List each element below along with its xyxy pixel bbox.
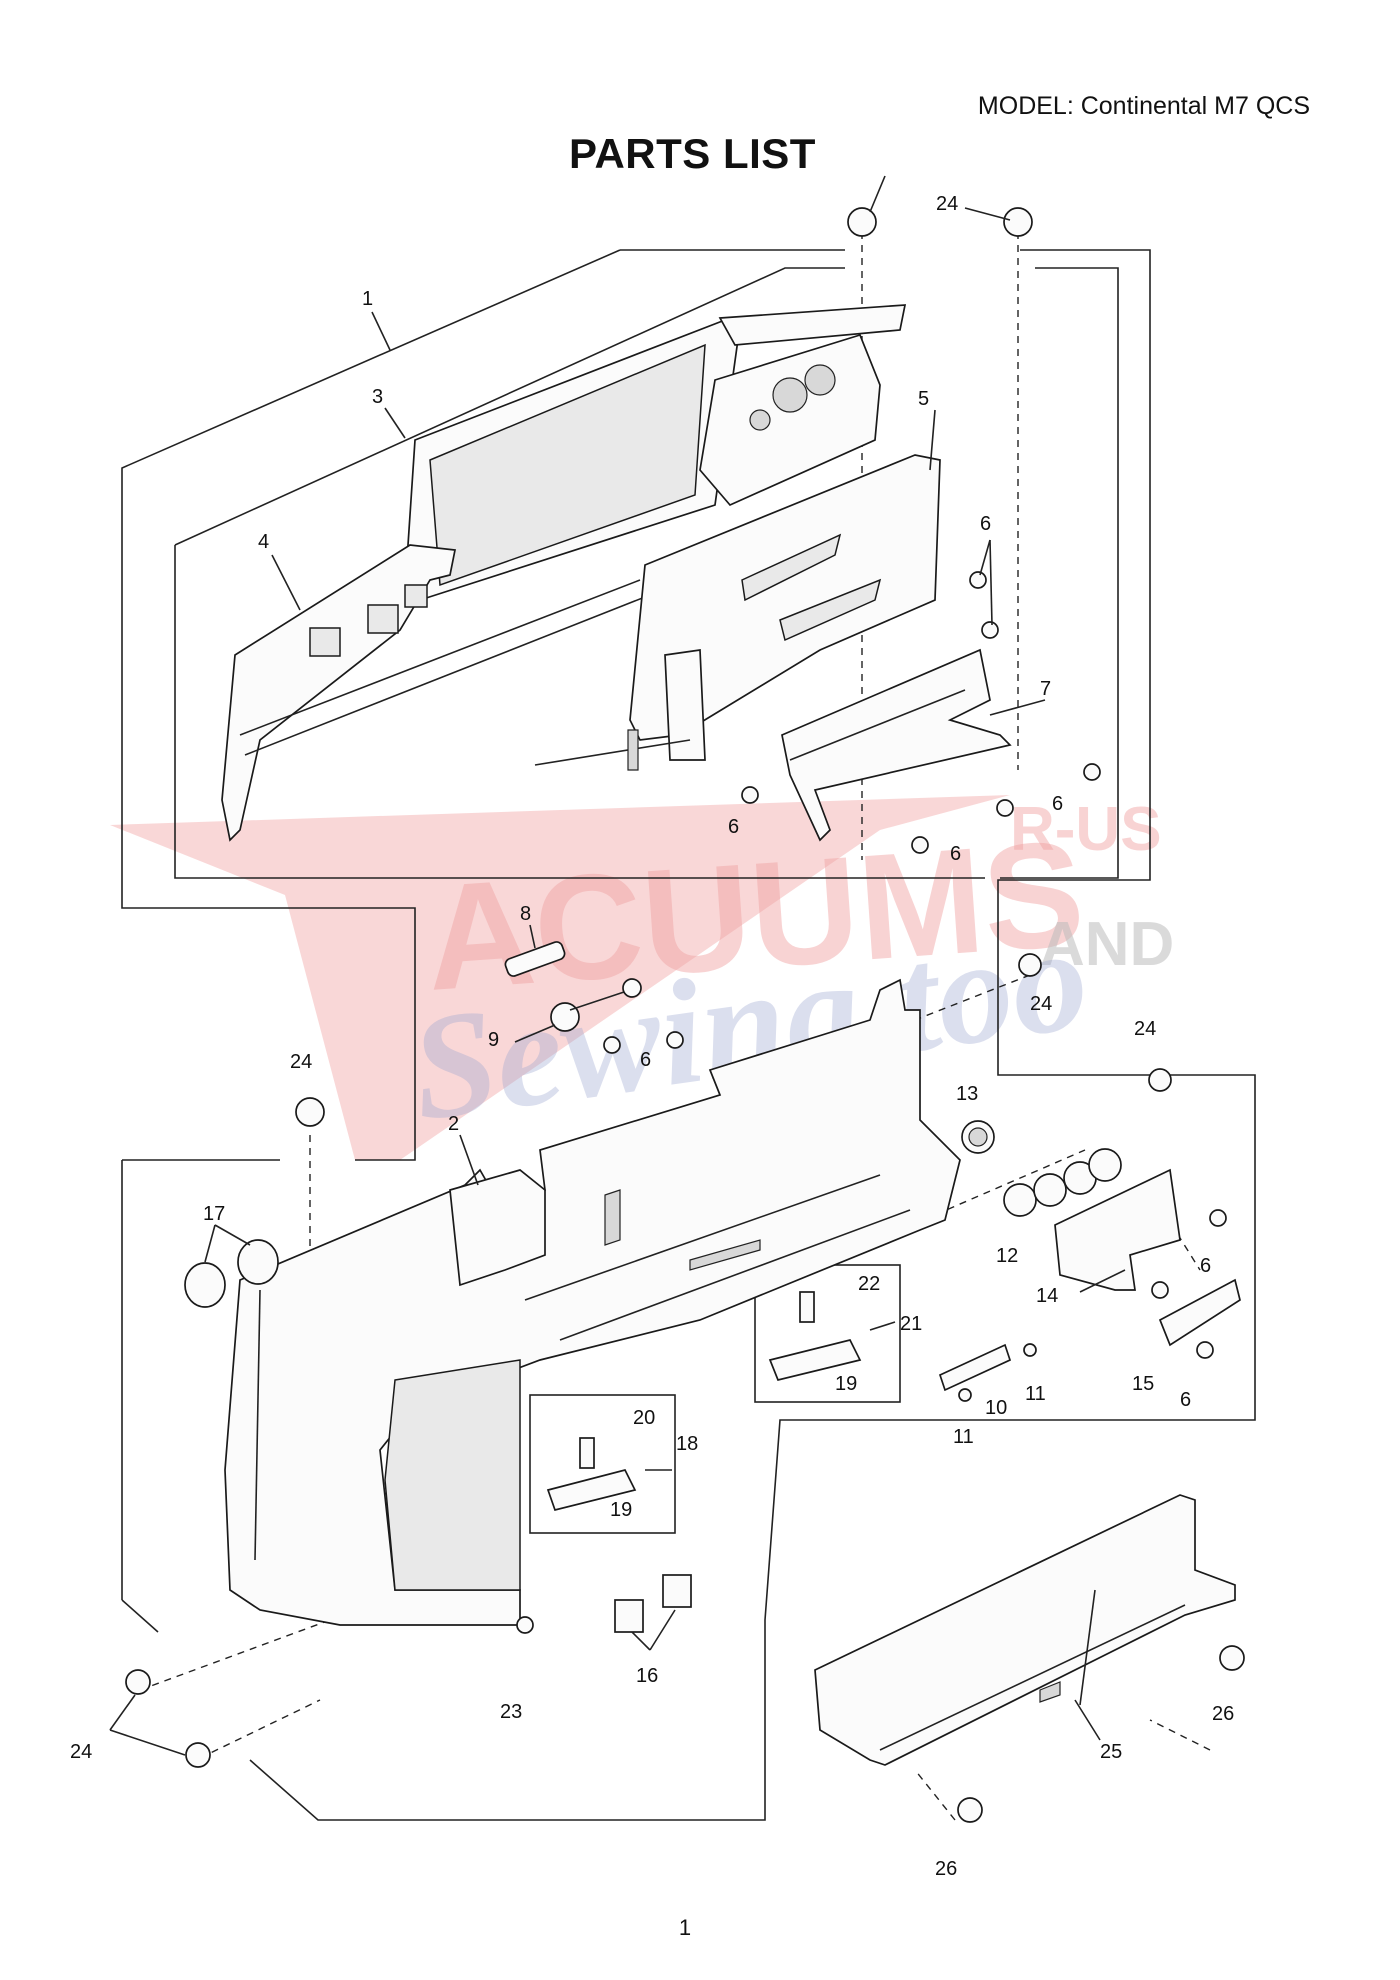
part-10-switch: [938, 1343, 1012, 1392]
callout-6: 6: [728, 816, 739, 838]
callout-24: 24: [1030, 993, 1052, 1015]
part-9-roller: [550, 978, 642, 1032]
callout-6: 6: [980, 513, 991, 535]
callout-9: 9: [488, 1029, 499, 1051]
callout-24: 24: [936, 193, 958, 215]
part-19-22-switch-assembly: [768, 1291, 862, 1382]
callout-5: 5: [918, 388, 929, 410]
callout-10: 10: [985, 1397, 1007, 1419]
callout-26: 26: [935, 1858, 957, 1880]
part-16-knobs: [614, 1574, 692, 1633]
watermark-logo: ACUUMS R-US AND Sewing too: [110, 795, 1174, 1160]
callout-11: 11: [1025, 1383, 1046, 1405]
part-13-knob: [961, 1120, 995, 1154]
part-2-main-housing: [224, 978, 961, 1626]
part-7-bracket: [781, 648, 1012, 842]
callout-1: 1: [362, 288, 373, 310]
watermark-v-shape: [110, 795, 1010, 1160]
callout-2: 2: [448, 1113, 459, 1135]
callout-16: 16: [636, 1665, 658, 1687]
watermark-text-and: AND: [1040, 910, 1174, 979]
part-12-knob-set: [1003, 1148, 1122, 1217]
callout-23: 23: [500, 1701, 522, 1723]
callout-26: 26: [1212, 1703, 1234, 1725]
callout-25: 25: [1100, 1741, 1122, 1763]
callout-6: 6: [640, 1049, 651, 1071]
part-4-front-trim: [221, 544, 651, 842]
callout-8: 8: [520, 903, 531, 925]
callout-20: 20: [633, 1407, 655, 1429]
part-11-washers: [958, 1343, 1037, 1402]
page-title: PARTS LIST: [569, 130, 816, 177]
callout-22: 22: [858, 1273, 880, 1295]
part-23-spring: [516, 1616, 534, 1634]
callout-24: 24: [290, 1051, 312, 1073]
callout-labels: 24 1 3 5 4 6 7 6 6 6 8 9 6 24 24 24 13 2…: [70, 193, 1234, 1880]
callout-15: 15: [1132, 1373, 1154, 1395]
callout-14: 14: [1036, 1285, 1058, 1307]
callout-7: 7: [1040, 678, 1051, 700]
callout-19: 19: [610, 1499, 632, 1521]
screw-icons: [125, 207, 1245, 1823]
callout-17: 17: [203, 1203, 225, 1225]
callout-6: 6: [1180, 1389, 1191, 1411]
part-8-hook: [504, 941, 566, 977]
callout-3: 3: [372, 386, 383, 408]
callout-12: 12: [996, 1245, 1018, 1267]
model-label: MODEL: Continental M7 QCS: [977, 92, 1310, 120]
part-19-20-switch-assembly: [546, 1437, 637, 1512]
callout-4: 4: [258, 531, 269, 553]
part-3-window-cover: [404, 304, 907, 601]
callout-6: 6: [950, 843, 961, 865]
page-number: 1: [678, 1915, 692, 1940]
part-14-pcb: [1054, 1168, 1181, 1291]
part-25-rear-trim: [814, 1494, 1236, 1766]
part-15-plate: [1158, 1278, 1241, 1347]
callout-leader-lines: [109, 175, 1126, 1756]
callout-19: 19: [835, 1373, 857, 1395]
assembly-border-lines: [121, 249, 1256, 1821]
callout-6: 6: [1200, 1255, 1211, 1277]
part-17-rollers: [184, 1239, 279, 1308]
callout-18: 18: [676, 1433, 698, 1455]
callout-6: 6: [1052, 793, 1063, 815]
callout-24: 24: [1134, 1018, 1156, 1040]
callout-11: 11: [953, 1426, 974, 1448]
callout-21: 21: [900, 1313, 922, 1335]
part-5-chassis-panel: [534, 454, 941, 771]
callout-24: 24: [70, 1741, 92, 1763]
watermark-text-rus: R-US: [1010, 795, 1162, 864]
callout-13: 13: [956, 1083, 978, 1105]
